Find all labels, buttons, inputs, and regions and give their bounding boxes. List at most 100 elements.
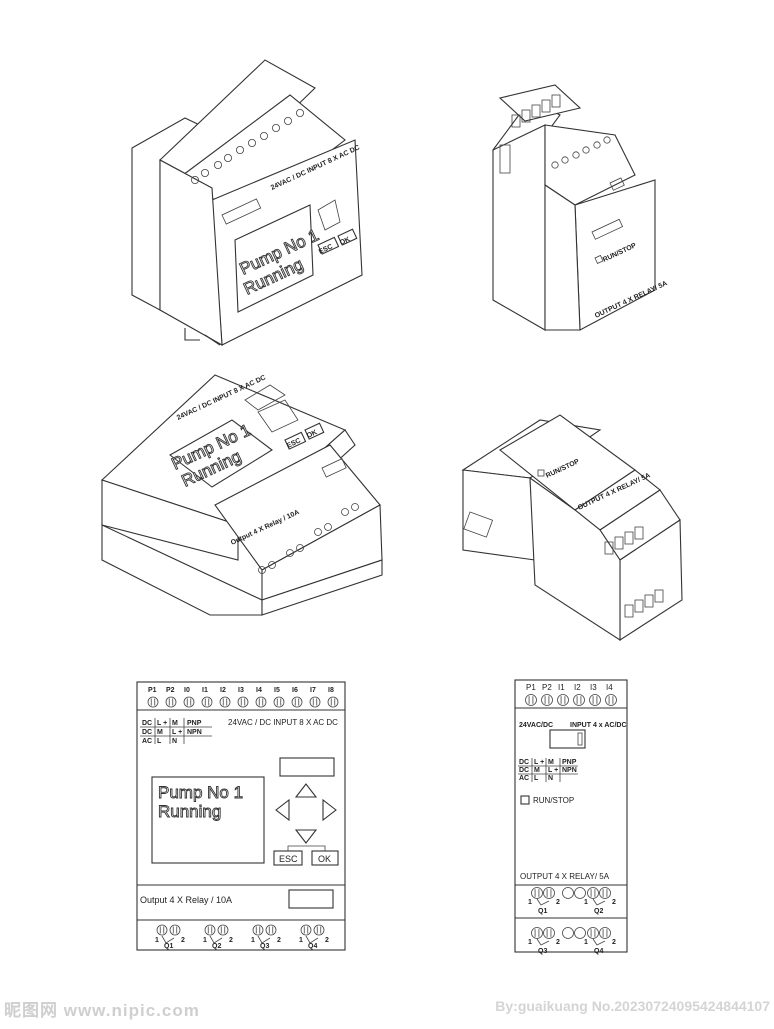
exp-output-q3-screw-2[interactable] xyxy=(543,927,555,939)
exp-output-q4-screw-1[interactable] xyxy=(587,927,599,939)
iso1-esc-button[interactable] xyxy=(317,236,340,255)
main-lcd-line1: Pump No 1 xyxy=(158,783,243,802)
exp-output-q4-screw-2[interactable] xyxy=(599,927,611,939)
contact-label: 1 xyxy=(584,899,588,906)
supply-cell: N xyxy=(548,775,553,782)
iso1-lcd-window xyxy=(234,204,314,313)
contact-label: 1 xyxy=(203,937,207,944)
terminal-screw-i7[interactable] xyxy=(309,696,321,708)
exp-terminal-screw-i1[interactable] xyxy=(557,694,569,706)
terminal-screw-p1[interactable] xyxy=(147,696,159,708)
esc-button-label: ESC xyxy=(279,854,298,864)
terminal-screw-i4[interactable] xyxy=(255,696,267,708)
supply-cell: NPN xyxy=(562,767,577,774)
output-q3-screw-2[interactable] xyxy=(265,924,277,936)
exp-terminal-screw-p2[interactable] xyxy=(541,694,553,706)
supply-cell: M xyxy=(548,759,554,766)
exp-output-q3-screw-1[interactable] xyxy=(531,927,543,939)
exp-output-label-q2: Q2 xyxy=(594,908,603,915)
exp-terminal-screw-i4[interactable] xyxy=(605,694,617,706)
output-q2-screw-2[interactable] xyxy=(217,924,229,936)
output-q3-screw-1[interactable] xyxy=(252,924,264,936)
terminal-label-i5: I5 xyxy=(274,687,280,694)
supply-cell: DC xyxy=(519,767,529,774)
main-output-label: Output 4 X Relay / 10A xyxy=(140,895,232,905)
output-label-q3: Q3 xyxy=(260,943,269,950)
terminal-label-p2: P2 xyxy=(166,687,175,694)
output-q1-screw-1[interactable] xyxy=(156,924,168,936)
exp-output-q2-screw-1[interactable] xyxy=(587,887,599,899)
output-q4-screw-2[interactable] xyxy=(313,924,325,936)
terminal-screw-i0[interactable] xyxy=(183,696,195,708)
exp-terminal-screw-p1[interactable] xyxy=(525,694,537,706)
exp-output-q1-screw-2[interactable] xyxy=(543,887,555,899)
exp-output-q1-screw-1[interactable] xyxy=(531,887,543,899)
iso3-ok-label: OK xyxy=(306,429,318,440)
left-arrow-button[interactable] xyxy=(275,798,290,822)
contact-label: 2 xyxy=(181,937,185,944)
exp-terminal-label-p1: P1 xyxy=(526,683,536,692)
exp-terminal-label-i4: I4 xyxy=(606,683,613,692)
terminal-screw-p2[interactable] xyxy=(165,696,177,708)
exp-terminal-label-p2: P2 xyxy=(542,683,552,692)
terminal-screw-i2[interactable] xyxy=(219,696,231,708)
main-output-slot xyxy=(288,889,334,909)
supply-cell: PNP xyxy=(187,720,202,727)
terminal-screw-i3[interactable] xyxy=(237,696,249,708)
exp-terminal-screw-i2[interactable] xyxy=(573,694,585,706)
supply-cell: L xyxy=(157,738,162,745)
supply-cell: DC xyxy=(519,759,529,766)
terminal-label-p1: P1 xyxy=(148,687,157,694)
contact-label: 1 xyxy=(299,937,303,944)
run-stop-checkbox[interactable] xyxy=(520,795,530,805)
exp-terminal-label-i2: I2 xyxy=(574,683,581,692)
terminal-screw-i6[interactable] xyxy=(291,696,303,708)
iso3-esc-button[interactable] xyxy=(284,431,307,450)
contact-label: 2 xyxy=(556,899,560,906)
contact-label: 2 xyxy=(277,937,281,944)
output-label-q1: Q1 xyxy=(164,943,173,950)
terminal-screw-i8[interactable] xyxy=(327,696,339,708)
terminal-label-i6: I6 xyxy=(292,687,298,694)
expansion-output-label: OUTPUT 4 X RELAY/ 5A xyxy=(520,872,610,881)
expansion-module-iso-front-view: RUN/STOP OUTPUT 4 X RELAY/ 5A xyxy=(492,84,669,331)
supply-cell: N xyxy=(172,738,177,745)
down-arrow-button[interactable] xyxy=(294,829,318,844)
supply-cell: DC xyxy=(142,729,152,736)
terminal-label-i7: I7 xyxy=(310,687,316,694)
contact-label: 1 xyxy=(528,899,532,906)
terminal-label-i4: I4 xyxy=(256,687,262,694)
iso3-ok-button[interactable] xyxy=(304,422,325,440)
right-arrow-button[interactable] xyxy=(322,798,337,822)
up-arrow-button[interactable] xyxy=(294,783,318,798)
output-label-q2: Q2 xyxy=(212,943,221,950)
expansion-module-iso-top-view: RUN/STOP OUTPUT 4 X RELAY/ 5A xyxy=(461,414,683,642)
contact-label: 1 xyxy=(528,939,532,946)
exp-output-q2-screw-2[interactable] xyxy=(599,887,611,899)
iso3-output-terminals xyxy=(258,503,359,574)
contact-label: 1 xyxy=(584,939,588,946)
terminal-screw-i1[interactable] xyxy=(201,696,213,708)
main-lcd-window xyxy=(151,776,265,864)
main-input-label: 24VAC / DC INPUT 8 X AC DC xyxy=(228,718,338,727)
expansion-input-label: INPUT 4 x AC/DC xyxy=(570,722,627,729)
exp-output-label-q4: Q4 xyxy=(594,948,603,955)
iso1-ok-button[interactable] xyxy=(337,228,358,246)
output-label-q4: Q4 xyxy=(308,943,317,950)
output-q4-screw-1[interactable] xyxy=(300,924,312,936)
iso4-terminal-slots xyxy=(604,526,664,618)
run-stop-label: RUN/STOP xyxy=(533,796,574,805)
exp-terminal-screw-i3[interactable] xyxy=(589,694,601,706)
terminal-label-i2: I2 xyxy=(220,687,226,694)
terminal-screw-i5[interactable] xyxy=(273,696,285,708)
exp-output-label-q3: Q3 xyxy=(538,948,547,955)
output-q1-screw-2[interactable] xyxy=(169,924,181,936)
output-q2-screw-1[interactable] xyxy=(204,924,216,936)
supply-cell: M xyxy=(534,767,540,774)
